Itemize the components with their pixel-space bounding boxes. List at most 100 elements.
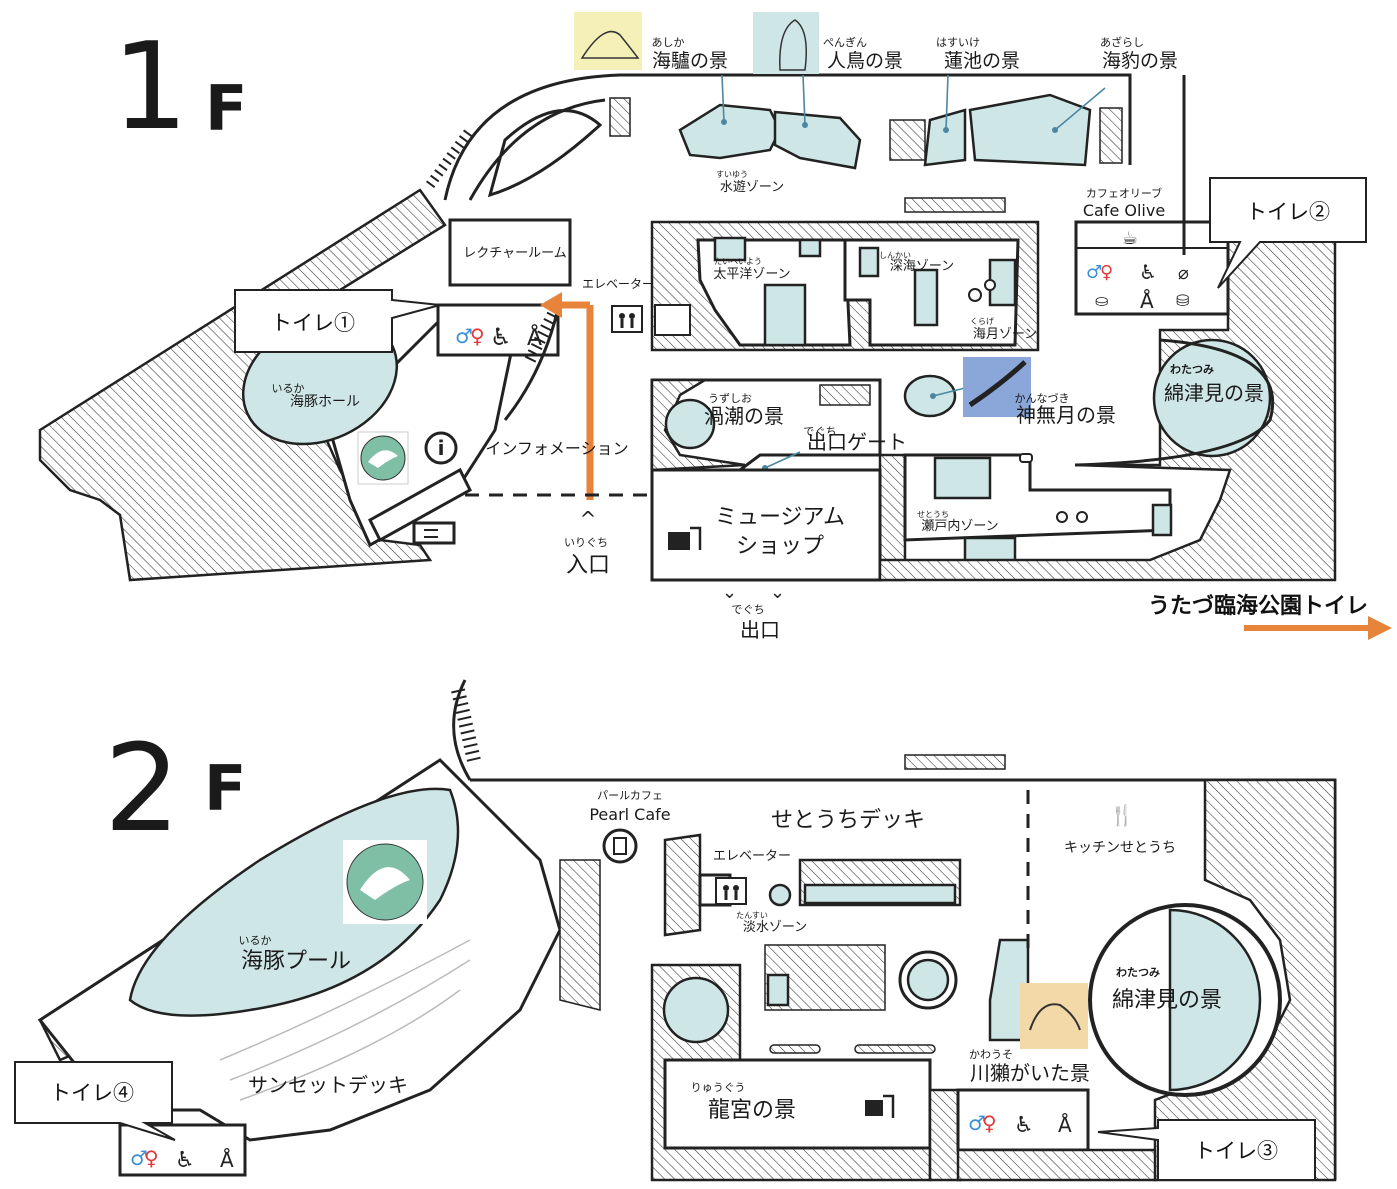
svg-text:海驢の景: 海驢の景 (652, 50, 728, 72)
exit-ruby: でぐち (731, 603, 764, 616)
sea-lion-photo (574, 12, 642, 70)
elevator-icon[interactable] (715, 877, 747, 905)
exhibit-label-penguin: ぺんぎん 人鳥の景 (802, 35, 903, 128)
penguin-tank (773, 110, 862, 170)
wheelchair-icon: ♿ (175, 1148, 195, 1173)
exhibit-label-sea-lion: あしか 海驢の景 (652, 36, 728, 125)
svg-text:トイレ①: トイレ① (271, 311, 355, 335)
svg-text:トイレ②: トイレ② (1246, 200, 1330, 224)
stairs-2f (904, 754, 1006, 770)
svg-text:あしか: あしか (652, 36, 685, 49)
zone-setouchi: 瀬戸内ゾーン (921, 518, 998, 534)
floor-2-letter: F (204, 752, 246, 825)
exhibit-ruby-otter: かわうそ (969, 1048, 1013, 1061)
exhibit-label-seal: あざらし 海豹の景 (1052, 35, 1178, 133)
seal-tank (968, 93, 1092, 167)
park-toilet-label[interactable]: うたづ臨海公園トイレ (1148, 593, 1368, 619)
restroom-icon: ♂ (1086, 262, 1102, 283)
pacific-tank-2 (713, 236, 747, 262)
exhibit-kannazuki: 神無月の景 (1016, 403, 1116, 427)
wheelchair-icon: ♿ (1014, 1113, 1034, 1138)
deep-sea-tank-1 (858, 246, 880, 278)
floor-1f: 1 F いるか 海豚ホール (38, 12, 1392, 642)
ostomate-icon: Å (1140, 289, 1154, 313)
cafe-olive-ruby: カフェオリーブ (1086, 186, 1162, 200)
freshwater-zone: 淡水ゾーン (743, 920, 807, 935)
lecture-room-label: レクチャールーム (463, 246, 566, 261)
sea-lion-tank (678, 103, 782, 160)
entrance-label[interactable]: 入口 (566, 553, 610, 578)
ramp-stairs-left (425, 127, 475, 188)
exhibit-otter: 川獺がいた景 (970, 1061, 1090, 1085)
ryugu-tank (662, 976, 730, 1044)
exit-label[interactable]: 出口 (740, 618, 780, 642)
svg-text:♀: ♀ (470, 324, 485, 348)
info-icon[interactable]: i (424, 431, 458, 465)
floor-1-number: 1 (112, 18, 188, 157)
gift-shop-icon (668, 526, 702, 550)
svg-text:あざらし: あざらし (1100, 35, 1144, 49)
ostomate-icon: Å (220, 1148, 234, 1172)
freshwater-ruby: たんすい (736, 911, 768, 920)
floor-1-letter: F (205, 72, 247, 145)
wheelchair-icon: ♿ (1139, 260, 1157, 284)
toilet-3[interactable]: ♂ ♀ ♿ Å (956, 1088, 1090, 1152)
cafe-icon: ☕ (1122, 228, 1138, 249)
gift-shop-icon[interactable] (865, 1094, 895, 1118)
north-ramp (443, 73, 1132, 201)
otter-photo (1020, 983, 1088, 1049)
pearl-cafe[interactable]: Pearl Cafe (589, 805, 670, 824)
svg-text:人鳥の景: 人鳥の景 (827, 50, 903, 72)
svg-text:♀: ♀ (144, 1146, 159, 1170)
floor-2f: 2 F いるか 海豚プール サンセットデッキ ♂ ♀ ♿ Å トイレ④ (14, 679, 1337, 1182)
exhibit-whirlpool: 渦潮の景 (704, 404, 784, 428)
toilet-4[interactable]: ♂ ♀ ♿ Å (118, 1123, 247, 1177)
exhibit-dolphin-pool: 海豚プール (241, 949, 351, 974)
elevator-label-1f: エレベーター (582, 277, 654, 291)
pearl-cafe-ruby: パールカフェ (597, 789, 663, 802)
whirlpool-tank (664, 398, 716, 450)
ticket-icon[interactable] (412, 521, 456, 545)
svg-text:⌄: ⌄ (770, 582, 785, 603)
cafe-icon[interactable] (602, 828, 638, 864)
entrance-ruby: いりぐち (564, 536, 608, 549)
north-ramp-inner (468, 98, 606, 201)
zone-pacific: 太平洋ゾーン (713, 267, 790, 282)
exhibit-watatsumi-2f: 綿津見の景 (1112, 988, 1222, 1013)
svg-text:i: i (438, 436, 445, 460)
wheelchair-icon: ♿ (490, 323, 512, 351)
svg-text:はすいけ: はすいけ (936, 36, 980, 49)
callout-toilet-2: トイレ② (1209, 177, 1367, 289)
baby-changing-icon: ⛀ (1095, 291, 1108, 310)
stairs-lotus (889, 119, 926, 161)
exhibit-ryugu: 龍宮の景 (708, 1098, 796, 1123)
deep-sea-tank-2 (913, 268, 939, 327)
zone-ruby-swim: すいゆう (716, 170, 748, 179)
elevator-icon[interactable] (611, 305, 643, 333)
cafe-olive[interactable]: Cafe Olive (1083, 201, 1165, 220)
pacific-tank-1 (763, 283, 807, 347)
zone-dolphin-hall: 海豚ホール (290, 394, 360, 410)
ostomate-icon: Å (1058, 1113, 1072, 1137)
restroom-icon: ♂ (130, 1146, 148, 1170)
shop-label-1: ミュージアム (715, 505, 845, 530)
toilet-2[interactable]: ☕ ♂ ♀ ♿ ⌀ ⛀ Å ⛁ (1074, 220, 1230, 316)
callout-toilet-4: トイレ④ (14, 1061, 176, 1141)
watatsumi-tank-1f (1152, 338, 1272, 458)
svg-text:♀: ♀ (982, 1111, 997, 1135)
stairs-north (609, 97, 631, 137)
information-label: インフォメーション (485, 439, 628, 458)
exit-gate[interactable]: 出口ゲート (807, 430, 907, 454)
svg-text:トイレ③: トイレ③ (1194, 1139, 1278, 1163)
lecture-room[interactable] (448, 218, 572, 287)
diaper-icon: ⛁ (1176, 291, 1189, 310)
entrance-walkway (368, 467, 472, 543)
exhibit-ruby-kannazuki: かんなづき (1015, 392, 1070, 405)
zone-ruby-pacific: たいへいよう (714, 257, 762, 266)
zone-ruby-dolphin-hall: いるか (272, 382, 305, 395)
watatsumi-tank-2f (1168, 908, 1262, 1092)
kitchen-label[interactable]: キッチンせとうち (1064, 840, 1176, 856)
route-arrow-park (1244, 616, 1392, 640)
zone-swim: 水遊ゾーン (720, 180, 784, 195)
